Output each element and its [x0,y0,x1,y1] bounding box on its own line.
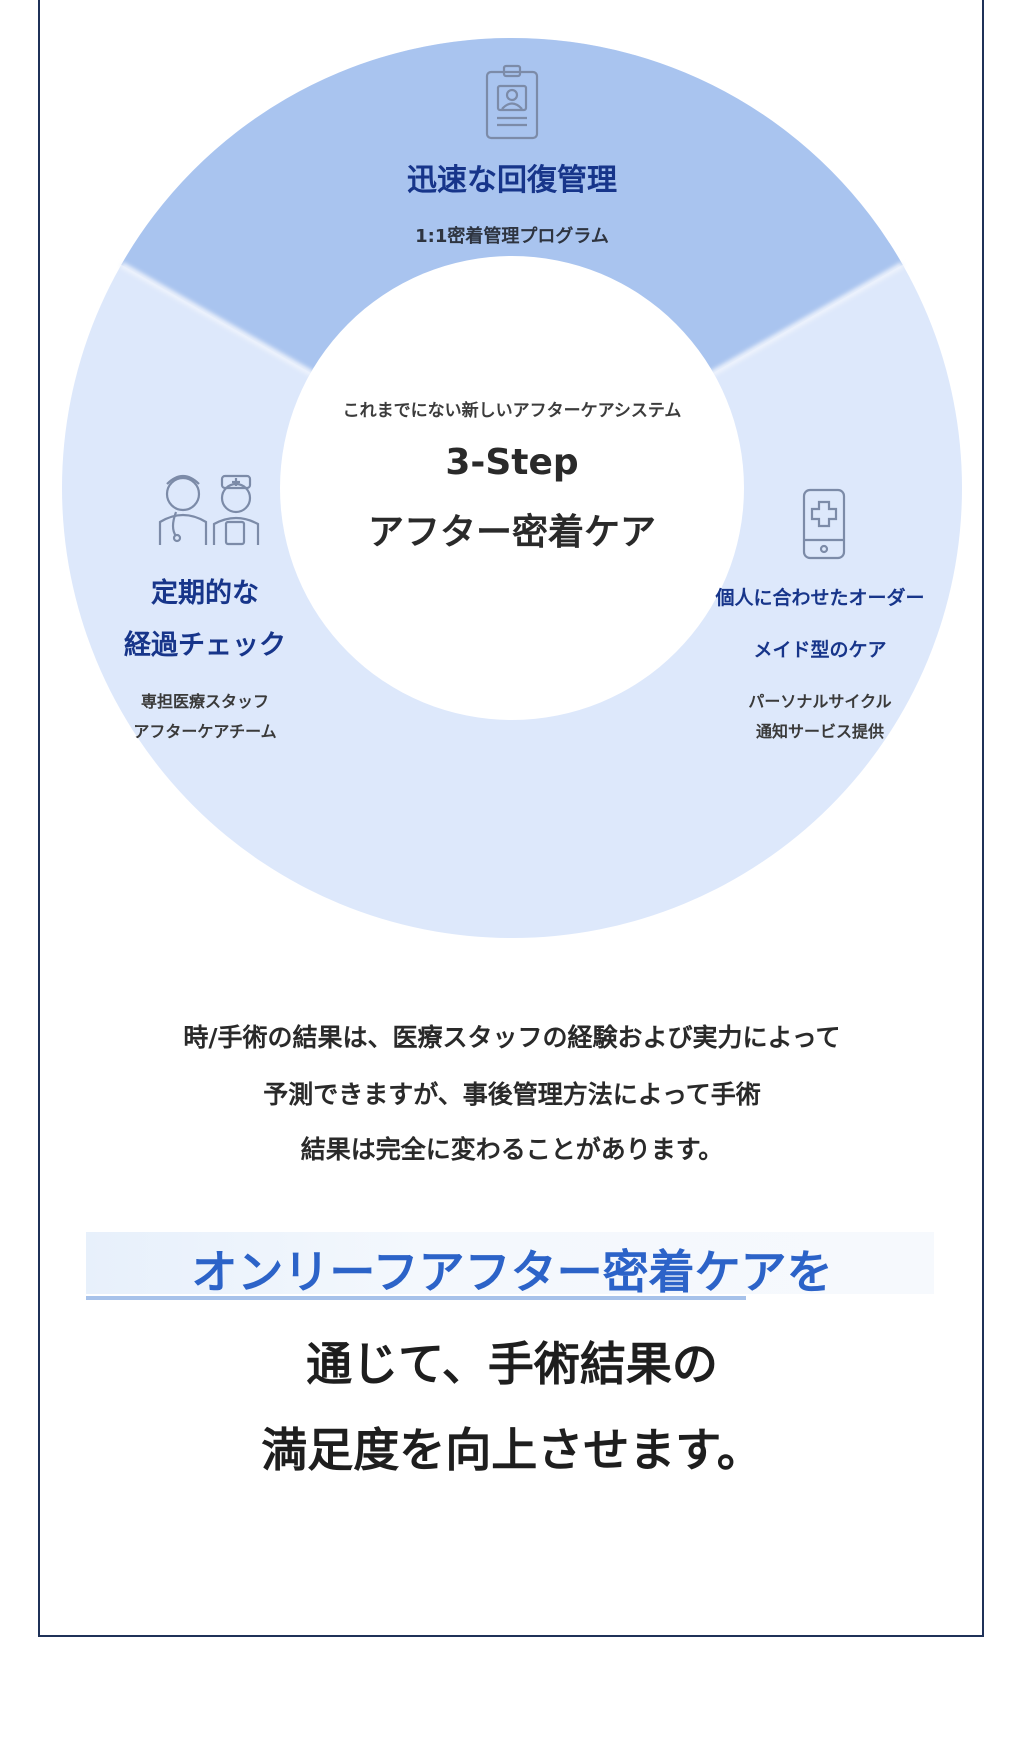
right-segment-sub-line2: 通知サービス提供 [755,722,884,741]
right-segment-title-line2: メイド型のケア [753,639,887,661]
closing-line3: 満足度を向上させます。 [261,1423,763,1477]
right-segment-title-line1: 個人に合わせたオーダー [715,587,925,609]
right-segment-sub-line1: パーソナルサイクル [748,692,892,711]
left-segment-title-line1: 定期的な [151,578,259,609]
content-frame [38,0,984,1637]
center-caption: これまでにない新しいアフターケアシステム [342,401,682,421]
center-title-line1: 3-Step [445,442,579,483]
left-segment-title-line2: 経過チェック [124,630,286,661]
center-title-line2: アフター密着ケア [367,512,656,553]
phone-medical-icon [802,488,846,560]
id-card-icon [485,64,539,140]
closing-line2: 通じて、手術結果の [306,1337,718,1391]
aftercare-cycle-diagram [62,37,962,938]
body-text-line3: 結果は完全に変わることがあります。 [300,1135,724,1164]
top-segment-title: 迅速な回復管理 [407,163,617,198]
highlight-underline [86,1296,746,1300]
medical-staff-icon [158,474,260,546]
left-segment-sub-line2: アフターケアチーム [133,722,277,741]
left-segment-sub-line1: 専担医療スタッフ [140,692,269,711]
body-text-line1: 時/手術の結果は、医療スタッフの経験および実力によって [183,1023,841,1052]
body-text-line2: 予測できますが、事後管理方法によって手術 [263,1080,761,1109]
highlight-background [86,1232,934,1294]
top-segment-subtitle: 1:1密着管理プログラム [415,226,609,247]
closing-highlight: オンリーフアフター密着ケアを [191,1245,833,1299]
center-circle [280,256,744,720]
